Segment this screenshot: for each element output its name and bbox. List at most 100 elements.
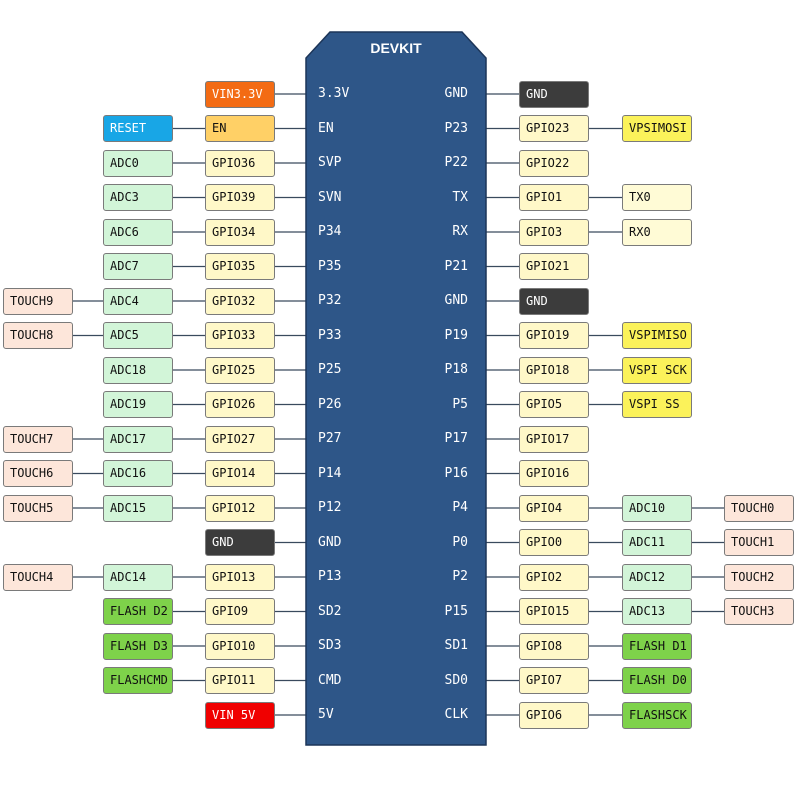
pin-tag-en: EN bbox=[205, 115, 275, 142]
pin-tag-flash-d2: FLASH D2 bbox=[103, 598, 173, 625]
pin-label-sd3: SD3 bbox=[318, 638, 342, 653]
pin-tag-gpio9: GPIO9 bbox=[205, 598, 275, 625]
pin-tag-touch6: TOUCH6 bbox=[3, 460, 73, 487]
pin-tag-vspi-ss: VSPI SS bbox=[622, 391, 692, 418]
pin-label-p34: P34 bbox=[318, 224, 342, 239]
pin-tag-touch4: TOUCH4 bbox=[3, 563, 73, 591]
pin-label-p33: P33 bbox=[318, 327, 342, 343]
pin-tag-gpio3: GPIO3 bbox=[519, 218, 589, 246]
pin-tag-gpio14: GPIO14 bbox=[205, 460, 275, 487]
pin-tag-adc3: ADC3 bbox=[103, 184, 173, 211]
pin-tag-touch7: TOUCH7 bbox=[3, 425, 73, 453]
pin-tag-gpio5: GPIO5 bbox=[519, 391, 589, 418]
pin-label-gnd: GND bbox=[318, 534, 342, 550]
pin-label-p25: P25 bbox=[318, 362, 342, 377]
pin-tag-gpio18: GPIO18 bbox=[519, 356, 589, 384]
pin-tag-gpio4: GPIO4 bbox=[519, 494, 589, 522]
pin-label-p18: P18 bbox=[444, 362, 468, 377]
pin-tag-reset: RESET bbox=[103, 115, 173, 142]
pin-label-svp: SVP bbox=[318, 155, 342, 170]
pin-tag-gpio35: GPIO35 bbox=[205, 253, 275, 280]
pin-label-5v: 5V bbox=[318, 707, 334, 722]
devkit-board bbox=[305, 31, 487, 746]
pin-label-p14: P14 bbox=[318, 465, 342, 481]
pin-tag-gnd: GND bbox=[519, 80, 589, 108]
pin-tag-adc0: ADC0 bbox=[103, 149, 173, 177]
pin-label-p26: P26 bbox=[318, 396, 342, 412]
pin-label-sd1: SD1 bbox=[444, 638, 468, 653]
pin-label-p16: P16 bbox=[444, 465, 468, 481]
pin-tag-gpio21: GPIO21 bbox=[519, 253, 589, 280]
pin-tag-gpio10: GPIO10 bbox=[205, 632, 275, 660]
pin-tag-adc13: ADC13 bbox=[622, 598, 692, 625]
pin-tag-gpio15: GPIO15 bbox=[519, 598, 589, 625]
pin-label-p35: P35 bbox=[318, 258, 342, 274]
pin-label-p17: P17 bbox=[444, 431, 468, 446]
pin-tag-flash-d1: FLASH D1 bbox=[622, 632, 692, 660]
pin-tag-adc11: ADC11 bbox=[622, 529, 692, 556]
pin-label-p5: P5 bbox=[452, 396, 468, 412]
connector-lines bbox=[73, 93, 724, 716]
pin-label-p27: P27 bbox=[318, 431, 342, 446]
pin-label-p4: P4 bbox=[452, 500, 468, 515]
pin-tag-vpsimosi: VPSIMOSI bbox=[622, 115, 692, 142]
pin-tag-gpio1: GPIO1 bbox=[519, 184, 589, 211]
pin-label-svn: SVN bbox=[318, 189, 342, 205]
pin-label-p13: P13 bbox=[318, 569, 342, 584]
pin-label-p22: P22 bbox=[444, 155, 468, 170]
pin-label-en: EN bbox=[318, 120, 334, 136]
pin-label-sd2: SD2 bbox=[318, 603, 342, 619]
pin-tag-touch1: TOUCH1 bbox=[724, 529, 794, 556]
pin-tag-gpio13: GPIO13 bbox=[205, 563, 275, 591]
pin-tag-gpio2: GPIO2 bbox=[519, 563, 589, 591]
pin-tag-adc10: ADC10 bbox=[622, 494, 692, 522]
pin-label-p15: P15 bbox=[444, 603, 468, 619]
pin-tag-adc5: ADC5 bbox=[103, 322, 173, 349]
pin-tag-gnd: GND bbox=[519, 287, 589, 315]
pin-tag-gpio17: GPIO17 bbox=[519, 425, 589, 453]
pin-tag-touch9: TOUCH9 bbox=[3, 287, 73, 315]
pin-tag-tx0: TX0 bbox=[622, 184, 692, 211]
pin-tag-gpio23: GPIO23 bbox=[519, 115, 589, 142]
pin-tag-gpio36: GPIO36 bbox=[205, 149, 275, 177]
pin-label-gnd: GND bbox=[444, 293, 468, 308]
pin-tag-flash-d3: FLASH D3 bbox=[103, 632, 173, 660]
pin-tag-adc4: ADC4 bbox=[103, 287, 173, 315]
pin-tag-vspimiso: VSPIMISO bbox=[622, 322, 692, 349]
pin-tag-rx0: RX0 bbox=[622, 218, 692, 246]
pin-tag-gpio6: GPIO6 bbox=[519, 701, 589, 729]
pin-tag-vspi-sck: VSPI SCK bbox=[622, 356, 692, 384]
pin-tag-gpio32: GPIO32 bbox=[205, 287, 275, 315]
pin-label-p32: P32 bbox=[318, 293, 342, 308]
pin-tag-adc6: ADC6 bbox=[103, 218, 173, 246]
pin-label-p2: P2 bbox=[452, 569, 468, 584]
pin-tag-gpio26: GPIO26 bbox=[205, 391, 275, 418]
pin-tag-adc14: ADC14 bbox=[103, 563, 173, 591]
pin-tag-vin-5v: VIN 5V bbox=[205, 701, 275, 729]
pin-tag-flash-d0: FLASH D0 bbox=[622, 667, 692, 694]
pin-tag-gpio11: GPIO11 bbox=[205, 667, 275, 694]
pin-tag-adc17: ADC17 bbox=[103, 425, 173, 453]
pin-tag-touch0: TOUCH0 bbox=[724, 494, 794, 522]
pin-tag-gpio16: GPIO16 bbox=[519, 460, 589, 487]
pin-tag-flashsck: FLASHSCK bbox=[622, 701, 692, 729]
pin-tag-adc16: ADC16 bbox=[103, 460, 173, 487]
pin-label-p19: P19 bbox=[444, 327, 468, 343]
pin-label-p12: P12 bbox=[318, 500, 342, 515]
pin-tag-gpio0: GPIO0 bbox=[519, 529, 589, 556]
board-title: DEVKIT bbox=[370, 40, 422, 56]
pin-tag-gpio34: GPIO34 bbox=[205, 218, 275, 246]
pin-tag-adc12: ADC12 bbox=[622, 563, 692, 591]
pin-tag-touch2: TOUCH2 bbox=[724, 563, 794, 591]
pin-tag-touch8: TOUCH8 bbox=[3, 322, 73, 349]
pin-label-tx: TX bbox=[452, 189, 468, 205]
pin-label-cmd: CMD bbox=[318, 672, 342, 688]
pin-tag-gpio27: GPIO27 bbox=[205, 425, 275, 453]
pin-tag-adc15: ADC15 bbox=[103, 494, 173, 522]
pin-label-gnd: GND bbox=[444, 86, 468, 101]
pin-tag-gpio33: GPIO33 bbox=[205, 322, 275, 349]
pin-tag-adc18: ADC18 bbox=[103, 356, 173, 384]
pin-tag-adc7: ADC7 bbox=[103, 253, 173, 280]
pin-label-p0: P0 bbox=[452, 534, 468, 550]
